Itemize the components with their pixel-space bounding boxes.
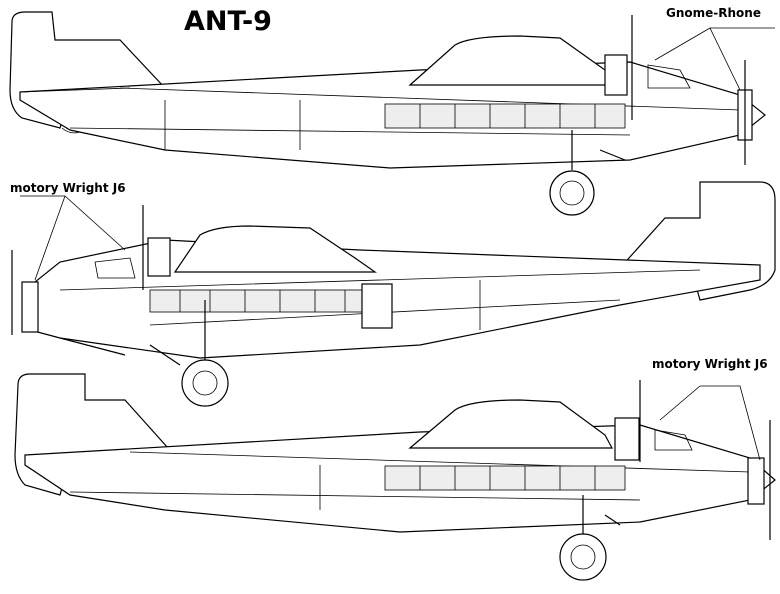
windows (149, 289, 366, 313)
wing-cabin-roof (408, 399, 614, 449)
windows (384, 465, 626, 491)
engine-left (614, 417, 640, 461)
label-wright-j6-bottom: motory Wright J6 (652, 357, 768, 371)
engine-left (604, 54, 628, 96)
windows (384, 103, 626, 129)
wheel (181, 359, 229, 407)
nacelle (361, 283, 393, 329)
aircraft-top-view (9, 11, 766, 216)
wing-cabin-roof (408, 35, 613, 86)
wing-cabin-roof (173, 225, 377, 273)
engine-nose (21, 281, 39, 333)
engine-nose (747, 457, 765, 505)
drawing-title: ANT-9 (184, 6, 272, 37)
leader-lines (20, 27, 775, 461)
wheel (559, 533, 607, 581)
wheel (549, 170, 595, 216)
label-wright-j6-middle: motory Wright J6 (10, 181, 126, 195)
engine-right (147, 237, 171, 277)
aircraft-bottom-view (14, 373, 776, 581)
label-gnome-rhone: Gnome-Rhone (666, 6, 761, 20)
aircraft-middle-view (11, 181, 776, 407)
